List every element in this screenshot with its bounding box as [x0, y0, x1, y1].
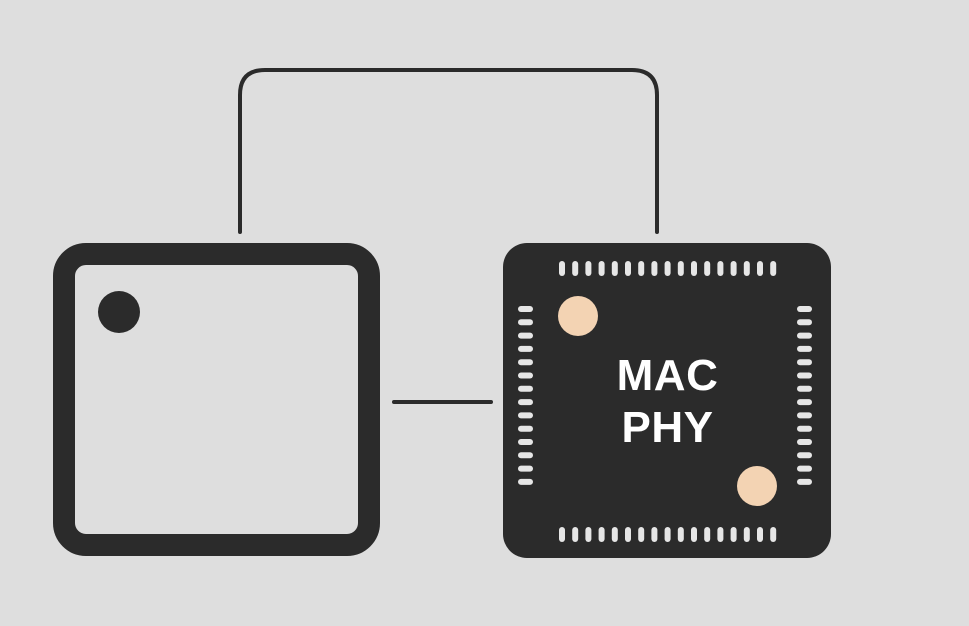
chip-pin-top: [651, 261, 658, 276]
chip-pin-right: [797, 372, 812, 379]
chip-pin-bottom: [730, 527, 737, 542]
chip-pin-bottom: [691, 527, 697, 542]
chip-pin-bottom: [585, 527, 592, 542]
chip-pin-left: [518, 319, 533, 326]
chip-pin-top: [598, 261, 605, 276]
right-chip-pad-top-left: [558, 296, 598, 336]
chip-pin-right: [797, 332, 812, 339]
chip-pin-right: [797, 385, 812, 392]
chip-pin-bottom: [651, 527, 658, 542]
chip-pin-right: [797, 452, 812, 459]
right-chip-label: MAC PHY: [505, 350, 830, 454]
chip-pin-right: [797, 478, 812, 485]
chip-pin-right: [797, 306, 812, 312]
right-chip-label-line2: PHY: [621, 403, 714, 452]
chip-pin-top: [677, 261, 684, 276]
chip-pin-top: [611, 261, 618, 276]
chip-pin-top: [743, 261, 750, 276]
chip-pin-right: [797, 425, 812, 432]
chip-pin-top: [704, 261, 711, 276]
chip-pin-left: [518, 439, 533, 445]
chip-pin-right: [797, 319, 812, 326]
chip-pin-top: [757, 261, 763, 276]
chip-pin-top: [572, 261, 579, 276]
chip-pin-right: [797, 465, 812, 472]
chip-pin-left: [518, 372, 533, 379]
chip-pin-bottom: [559, 527, 565, 542]
chip-pin-top: [770, 261, 777, 276]
chip-pin-right: [797, 439, 812, 445]
chip-pin-right: [797, 345, 812, 352]
right-chip-pins: [518, 261, 812, 542]
chip-pin-bottom: [717, 527, 724, 542]
chip-pin-bottom: [572, 527, 579, 542]
chip-pin-left: [518, 345, 533, 352]
chip-pin-bottom: [598, 527, 605, 542]
chip-pin-top: [664, 261, 671, 276]
chip-pin-right: [797, 359, 812, 366]
right-chip-label-line1: MAC: [616, 351, 719, 400]
chip-pin-top: [717, 261, 724, 276]
chip-pin-right: [797, 412, 812, 419]
chip-pin-top: [638, 261, 645, 276]
chip-pin-top: [730, 261, 737, 276]
chip-pin-left: [518, 332, 533, 339]
chip-pin-bottom: [770, 527, 777, 542]
chip-pin-left: [518, 385, 533, 392]
chip-pin-top: [559, 261, 565, 276]
chip-pin-top: [625, 261, 631, 276]
chip-pin-bottom: [757, 527, 763, 542]
chip-pin-bottom: [704, 527, 711, 542]
chip-pin-right: [797, 399, 812, 406]
right-chip-pad-bottom-right: [737, 466, 777, 506]
left-chip-outline: [53, 243, 380, 556]
left-chip-pin1-marker: [98, 291, 140, 333]
chip-pin-left: [518, 478, 533, 485]
chip-pin-top: [691, 261, 697, 276]
chip-pin-left: [518, 425, 533, 432]
chip-pin-left: [518, 359, 533, 366]
chip-pin-bottom: [638, 527, 645, 542]
chip-pin-left: [518, 465, 533, 472]
chip-pin-bottom: [664, 527, 671, 542]
chip-pin-bottom: [611, 527, 618, 542]
chip-pin-bottom: [625, 527, 631, 542]
chip-pin-bottom: [743, 527, 750, 542]
chip-pin-left: [518, 306, 533, 312]
chip-pin-left: [518, 399, 533, 406]
top-connection-wire: [238, 68, 659, 234]
chip-pin-top: [585, 261, 592, 276]
chip-pin-left: [518, 412, 533, 419]
chip-pin-left: [518, 452, 533, 459]
chip-pin-bottom: [677, 527, 684, 542]
